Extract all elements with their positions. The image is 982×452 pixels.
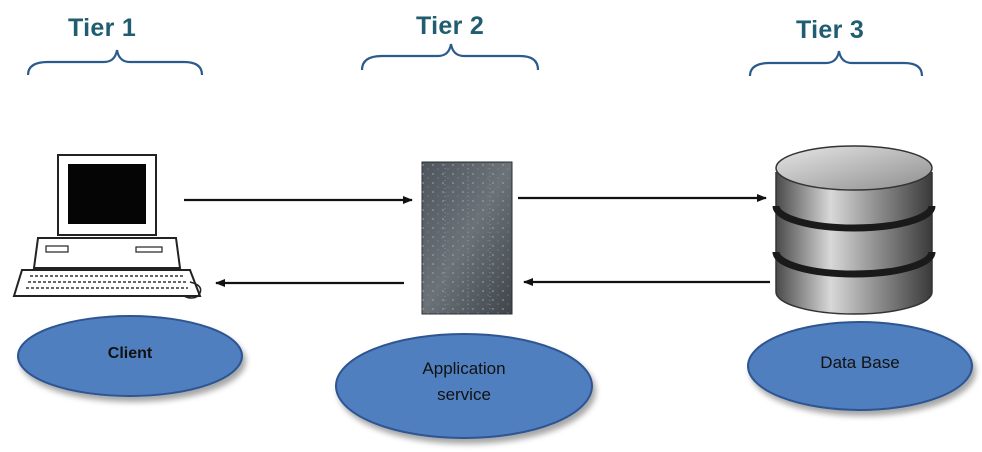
application-service-label: Application service	[384, 356, 544, 409]
tier-1-brace	[26, 49, 204, 76]
application-service-ellipse	[335, 333, 593, 439]
tier-3-title: Tier 3	[796, 16, 865, 44]
client-ellipse	[17, 315, 243, 397]
tier-3-brace	[748, 50, 924, 77]
computer-icon	[12, 154, 202, 299]
application-service-line-2: service	[437, 385, 491, 405]
application-service-line-1: Application	[422, 359, 506, 378]
tier-2-brace	[360, 43, 540, 71]
tier-2-title: Tier 2	[416, 12, 485, 40]
database-ellipse	[747, 321, 973, 411]
database-label: Data Base	[820, 353, 900, 372]
tier-1-title: Tier 1	[68, 14, 137, 42]
client-label: Client	[107, 345, 153, 362]
server-icon	[421, 161, 513, 315]
database-icon	[772, 145, 936, 315]
